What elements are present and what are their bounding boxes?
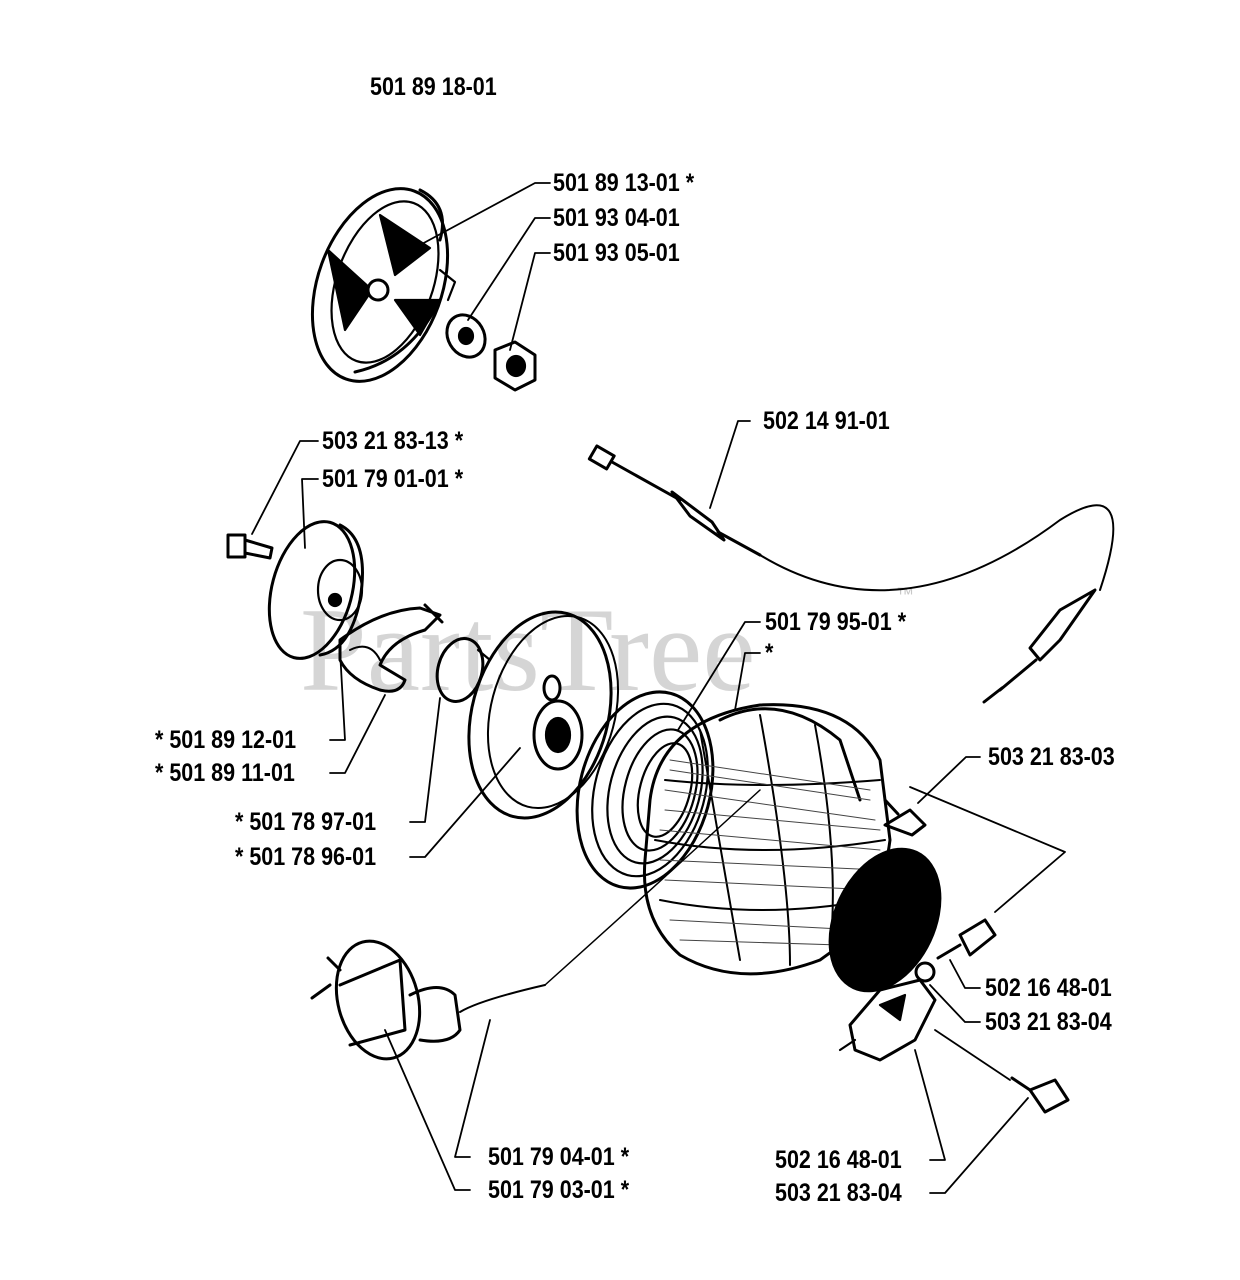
callout-label: 501 93 05-01 bbox=[553, 239, 680, 267]
washer-part bbox=[445, 313, 487, 359]
pulley-part bbox=[267, 520, 364, 660]
callout-label: 502 16 48-01 bbox=[985, 974, 1112, 1002]
housing-screw-part bbox=[883, 798, 927, 837]
cable-part bbox=[587, 444, 1115, 704]
callout-label: 501 79 04-01 * bbox=[488, 1143, 630, 1171]
callout-label: * 501 89 12-01 bbox=[155, 726, 297, 754]
starter-rope-inner bbox=[544, 789, 761, 986]
callout-label: * 501 89 11-01 bbox=[155, 759, 295, 787]
screw-part bbox=[226, 533, 274, 560]
rope-pulley-part bbox=[467, 610, 620, 820]
callout-label: 501 93 04-01 bbox=[553, 204, 680, 232]
callout-label: 501 79 01-01 * bbox=[322, 465, 464, 493]
assembly-number: 501 89 18-01 bbox=[370, 73, 497, 101]
callout-label: 501 79 95-01 * bbox=[765, 608, 907, 636]
cable-adjuster-part bbox=[914, 918, 997, 983]
flywheel-plate-part bbox=[310, 187, 457, 383]
leader-lines bbox=[251, 182, 1066, 1194]
cable-bracket-part bbox=[838, 978, 937, 1062]
starter-decal-part bbox=[828, 847, 942, 993]
pawl-part bbox=[338, 603, 444, 693]
callout-label: * bbox=[765, 639, 774, 667]
callout-label: 503 21 83-13 * bbox=[322, 427, 464, 455]
starter-rope bbox=[459, 984, 546, 1013]
starter-handle-part bbox=[310, 939, 462, 1061]
recoil-spring-part bbox=[575, 690, 715, 890]
callout-label: 502 16 48-01 bbox=[775, 1146, 902, 1174]
callout-label: 501 89 13-01 * bbox=[553, 169, 695, 197]
callout-label: 503 21 83-03 bbox=[988, 743, 1115, 771]
callout-label: * 501 78 97-01 bbox=[235, 808, 377, 836]
watermark-text: PartsTree bbox=[300, 583, 756, 716]
callout-label: 501 79 03-01 * bbox=[488, 1176, 630, 1204]
nut-part bbox=[493, 340, 537, 392]
adjuster-screw-part bbox=[1010, 1076, 1070, 1114]
callout-label: 503 21 83-04 bbox=[775, 1179, 902, 1207]
callout-label: 503 21 83-04 bbox=[985, 1008, 1112, 1036]
callout-label: * 501 78 96-01 bbox=[235, 843, 377, 871]
callout-label: 502 14 91-01 bbox=[763, 407, 890, 435]
